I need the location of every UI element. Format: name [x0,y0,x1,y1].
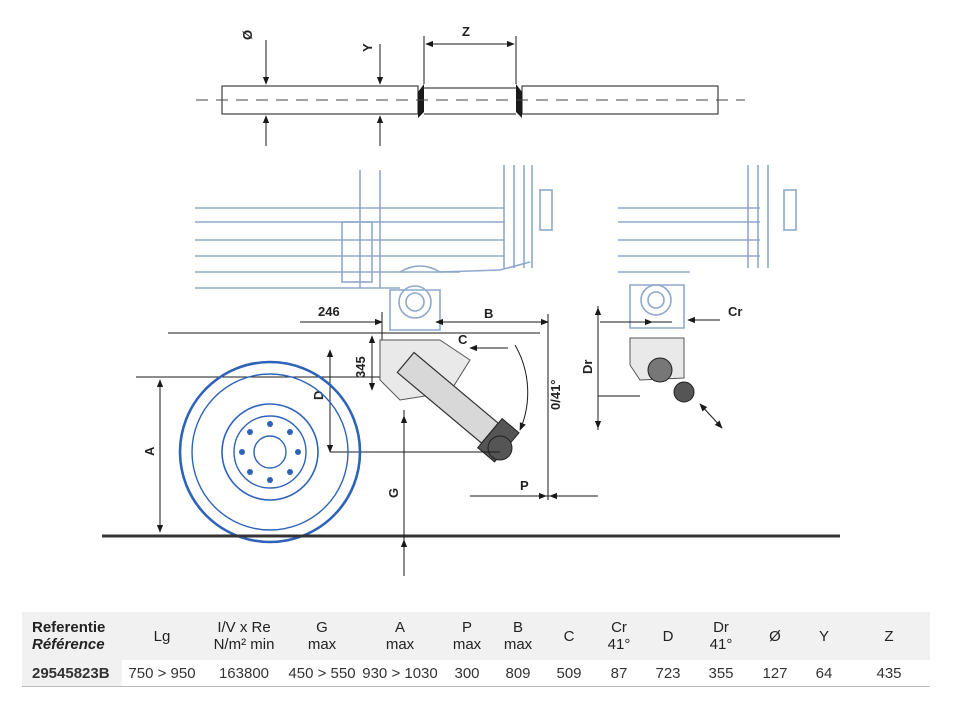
cell-reference: 29545823B [22,660,122,687]
label-b: B [484,306,493,321]
cell-dr: 355 [692,660,750,687]
cell-cr: 87 [594,660,644,687]
label-cr: Cr [728,304,742,319]
cell-z: 435 [848,660,930,687]
axle-top-view: Ø Y Z [196,24,745,146]
left-flange [418,84,424,118]
cell-a: 930 > 1030 [358,660,442,687]
label-p: P [520,478,529,493]
label-246: 246 [318,304,340,319]
dimensions-top: 246 B C [300,304,549,500]
header-reference: Referentie Référence [22,612,122,660]
axle-pivot [398,285,432,319]
wheel-tire [178,360,362,544]
cell-c: 509 [544,660,594,687]
cell-g: 450 > 550 [286,660,358,687]
label-y: Y [360,43,375,52]
brake-assembly [379,339,520,463]
label-z: Z [462,24,470,39]
header-diameter: Ø [750,612,800,660]
label-g: G [386,488,401,498]
detail-view: Cr Dr [580,165,797,430]
chassis-frame [195,165,553,331]
cell-d: 723 [644,660,692,687]
cell-b: 809 [492,660,544,687]
cell-p: 300 [442,660,492,687]
wheel-hub [253,435,287,469]
cell-iv-re: 163800 [202,660,286,687]
label-angle: 0/41° [548,379,563,410]
cell-y: 64 [800,660,848,687]
axle-diagram: Ø Y Z 246 B C [102,24,840,576]
header-d: D [644,612,692,660]
label-d: D [311,391,326,400]
label-diameter: Ø [240,30,255,40]
spring-hanger [341,221,373,283]
label-345: 345 [353,356,368,378]
right-flange [516,84,522,118]
label-dr: Dr [580,360,595,374]
wheel [178,360,362,544]
header-z: Z [848,612,930,660]
table-row: 29545823B 750 > 950 163800 450 > 550 930… [22,660,930,687]
header-lg: Lg [122,612,202,660]
label-a: A [142,446,157,456]
header-y: Y [800,612,848,660]
cell-lg: 750 > 950 [122,660,202,687]
header-c: C [544,612,594,660]
label-c: C [458,332,468,347]
cell-diameter: 127 [750,660,800,687]
